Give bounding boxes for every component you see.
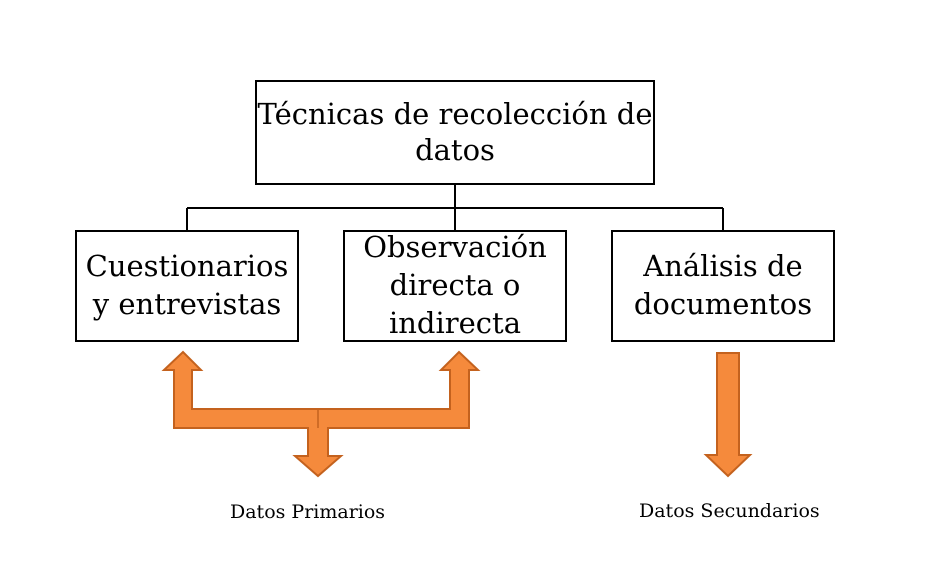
child-node-label: Cuestionarios y entrevistas	[85, 249, 289, 321]
secondary-data-caption: Datos Secundarios	[639, 500, 820, 522]
child-node-label: Observación directa o indirecta	[363, 230, 547, 340]
child-node-document-analysis: Análisis de documentos	[611, 230, 835, 342]
root-node: Técnicas de recolección de datos	[255, 80, 655, 185]
child-node-questionnaires: Cuestionarios y entrevistas	[75, 230, 299, 342]
primary-data-caption: Datos Primarios	[230, 501, 386, 523]
child-node-label: Análisis de documentos	[633, 249, 813, 321]
tree-connectors	[186, 185, 724, 230]
root-node-label: Técnicas de recolección de datos	[257, 97, 653, 167]
child-node-observation: Observación directa o indirecta	[343, 230, 567, 342]
primary-data-arrow	[161, 350, 481, 478]
secondary-data-arrow	[703, 352, 753, 478]
